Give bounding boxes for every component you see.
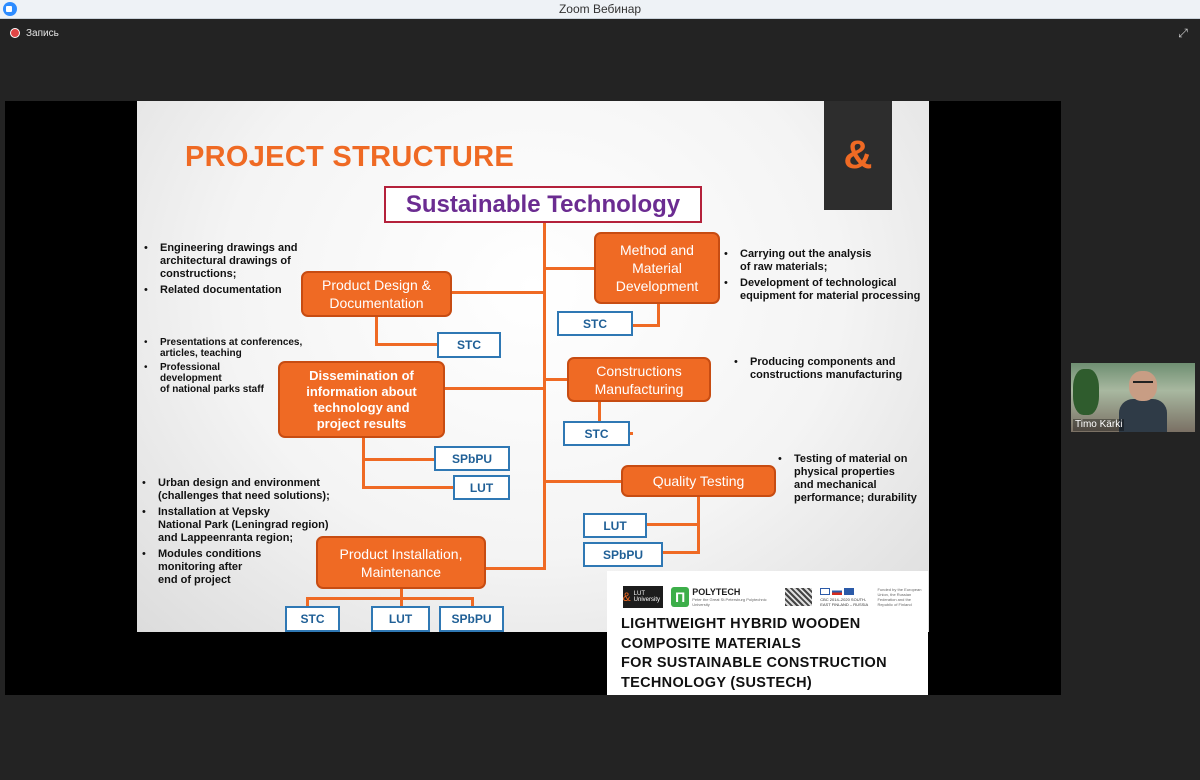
window-title: Zoom Вебинар (558, 2, 642, 16)
method-sub-h (632, 324, 660, 327)
glasses (1133, 381, 1153, 388)
node-method: Method and Material Development (594, 232, 720, 304)
participant-body (1119, 399, 1167, 432)
project-title: LIGHTWEIGHT HYBRID WOODEN COMPOSITE MATE… (621, 616, 887, 691)
bullet-item: Testing of material on physical properti… (778, 453, 928, 505)
dissem-sub-h1 (362, 458, 435, 461)
partner-lut: LUT (583, 513, 647, 538)
connector-design (451, 291, 545, 294)
partner-spbpu: SPbPU (583, 542, 663, 567)
node-product-design: Product Design & Documentation (301, 271, 452, 317)
participant-face (1129, 371, 1157, 401)
participant-name: Timo Kärki (1073, 419, 1125, 431)
method-sub-v (657, 303, 660, 327)
lut-logo-text: LUT University (633, 591, 661, 603)
bullet-item: Modules conditions monitoring after end … (142, 548, 342, 587)
partner-stc: STC (437, 332, 501, 358)
install-sub-h (306, 597, 474, 600)
partner-stc: STC (557, 311, 633, 336)
background-plant (1073, 369, 1099, 415)
dissem-sub-h2 (362, 486, 454, 489)
partner-lut: LUT (453, 475, 510, 500)
bullets-method: Carrying out the analysis of raw materia… (724, 248, 924, 306)
recording-label: Запись (26, 27, 59, 39)
eu-funding-text: Funded by the European Union, the Russia… (877, 587, 922, 607)
partner-spbpu: SPbPU (434, 446, 510, 471)
flags-icon (820, 587, 869, 595)
cbc-logo: CBC 2014–2020 SOUTH-EAST FINLAND – RUSSI… (820, 587, 869, 607)
pattern-logo-icon (784, 588, 813, 606)
zoom-logo-icon (3, 2, 17, 16)
lut-logo: &LUT University (623, 586, 663, 608)
root-node: Sustainable Technology (384, 186, 702, 223)
constr-sub-v (598, 401, 601, 435)
connector-dissemination (443, 387, 545, 390)
bullet-item: Development of technological equipment f… (724, 277, 924, 303)
dissem-sub-v (362, 437, 365, 489)
participant-video[interactable]: Timo Kärki (1071, 363, 1195, 432)
quality-sub-h1 (645, 523, 700, 526)
bullets-installation: Urban design and environment (challenges… (142, 477, 342, 590)
partner-spbpu: SPbPU (439, 606, 504, 632)
design-sub-h (375, 343, 439, 346)
fullscreen-icon[interactable]: ⤢ (1178, 26, 1188, 40)
record-icon (10, 28, 20, 38)
partner-stc: STC (285, 606, 340, 632)
polytech-mark-icon: П (671, 587, 690, 607)
connector-installation (486, 567, 546, 570)
ampersand-icon: & (843, 133, 873, 177)
node-installation: Product Installation, Maintenance (316, 536, 486, 589)
ampersand-logo: & (824, 101, 892, 210)
bullets-quality: Testing of material on physical properti… (778, 453, 928, 508)
bullet-item: Presentations at conferences, articles, … (144, 337, 304, 359)
quality-sub-h2 (661, 551, 700, 554)
cbc-logo-text: CBC 2014–2020 SOUTH-EAST FINLAND – RUSSI… (820, 596, 869, 607)
trunk-line (543, 223, 546, 569)
bullet-item: Producing components and constructions m… (734, 356, 924, 382)
install-sub-r (471, 597, 474, 607)
node-constructions: Constructions Manufacturing (567, 357, 711, 402)
connector-method (543, 267, 595, 270)
node-quality: Quality Testing (621, 465, 776, 497)
presentation-slide: PROJECT STRUCTURE & Sustainable Technolo… (137, 101, 929, 632)
bullet-item: Related documentation (144, 284, 304, 297)
partner-lut: LUT (371, 606, 430, 632)
bullet-item: Installation at Vepsky National Park (Le… (142, 506, 342, 545)
node-dissemination: Dissemination of information about techn… (278, 361, 445, 438)
partner-stc: STC (563, 421, 630, 446)
polytech-logo-text: POLYTECH (692, 586, 741, 597)
bullet-item: Carrying out the analysis of raw materia… (724, 248, 924, 274)
bullet-item: Professional development of national par… (144, 362, 304, 395)
slide-title: PROJECT STRUCTURE (185, 141, 514, 173)
window-titlebar: Zoom Вебинар (0, 0, 1200, 19)
bullet-item: Engineering drawings and architectural d… (144, 242, 304, 281)
connector-quality (543, 480, 623, 483)
connector-constructions (543, 378, 568, 381)
bullets-design: Engineering drawings and architectural d… (144, 242, 304, 300)
bullets-dissemination: Presentations at conferences, articles, … (144, 337, 304, 398)
polytech-logo-subtext: Peter the Great St.Petersburg Polytechni… (692, 596, 767, 607)
bullet-item: Urban design and environment (challenges… (142, 477, 342, 503)
bullets-constructions: Producing components and constructions m… (734, 356, 924, 385)
recording-indicator[interactable]: Запись (10, 26, 59, 40)
design-sub-v (375, 316, 378, 345)
install-sub-l (306, 597, 309, 607)
